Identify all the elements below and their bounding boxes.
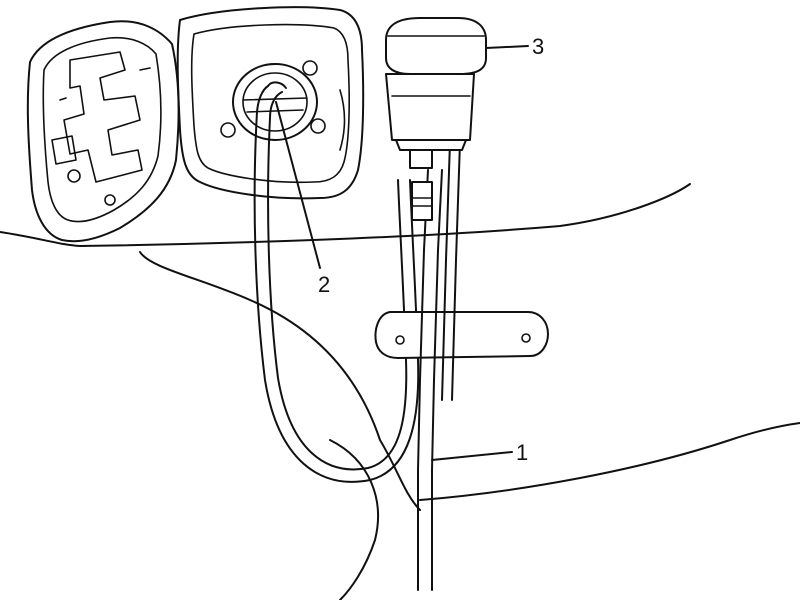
callout-leaders bbox=[275, 45, 529, 461]
body-upper-line bbox=[0, 183, 691, 247]
leader-line-2 bbox=[275, 101, 321, 269]
bolt-left bbox=[220, 122, 236, 138]
callout-label-2: 2 bbox=[318, 272, 330, 297]
pressure-tester bbox=[385, 17, 487, 151]
fitting-lower bbox=[411, 181, 433, 221]
bolt-right bbox=[310, 118, 326, 134]
bracket-plate bbox=[374, 311, 549, 359]
callout-label-3: 3 bbox=[532, 34, 544, 59]
callout-label-1: 1 bbox=[516, 440, 528, 465]
hose-loop bbox=[253, 81, 420, 483]
body-lower-crease bbox=[419, 422, 800, 501]
fitting-upper bbox=[409, 149, 433, 169]
fuel-filler-lid bbox=[26, 20, 180, 243]
fuel-filler-recess bbox=[176, 6, 365, 200]
leader-line-3 bbox=[485, 45, 529, 49]
leader-line-1 bbox=[431, 451, 513, 461]
body-panel-curve bbox=[139, 251, 421, 511]
wheel-arch-curve bbox=[329, 439, 379, 600]
tester-line bbox=[409, 141, 461, 591]
vehicle-body bbox=[0, 183, 800, 600]
bolt-top bbox=[302, 60, 318, 76]
tester-cap bbox=[385, 17, 487, 75]
tester-body bbox=[385, 73, 475, 141]
